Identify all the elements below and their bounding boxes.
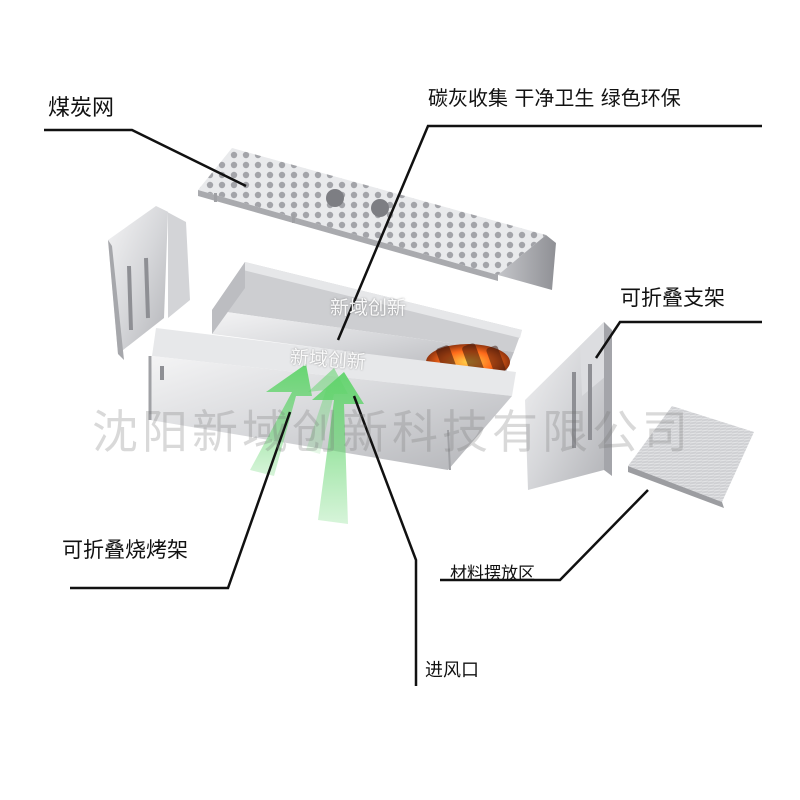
- right-folding-bracket: [525, 322, 612, 490]
- company-watermark: 沈阳新域创新科技有限公司: [92, 405, 692, 459]
- left-folding-bracket: [108, 206, 190, 360]
- label-folding-stand: 可折叠支架: [620, 286, 725, 310]
- label-material-area: 材料摆放区: [450, 564, 535, 584]
- brand-mark-inner: 新域创新: [330, 297, 407, 319]
- air-inlet-arrows: [250, 364, 364, 524]
- label-folding-rack: 可折叠烧烤架: [62, 538, 188, 562]
- label-ash-collection: 碳灰收集 干净卫生 绿色环保: [428, 86, 681, 110]
- material-board: [628, 406, 754, 508]
- coal-mesh-plate: [198, 148, 556, 290]
- label-air-inlet: 进风口: [425, 660, 479, 681]
- leader-lines: [44, 124, 762, 686]
- front-wall-panel: [148, 328, 516, 471]
- label-coal-mesh: 煤炭网: [48, 96, 115, 121]
- brand-mark-front: 新域创新: [289, 346, 367, 374]
